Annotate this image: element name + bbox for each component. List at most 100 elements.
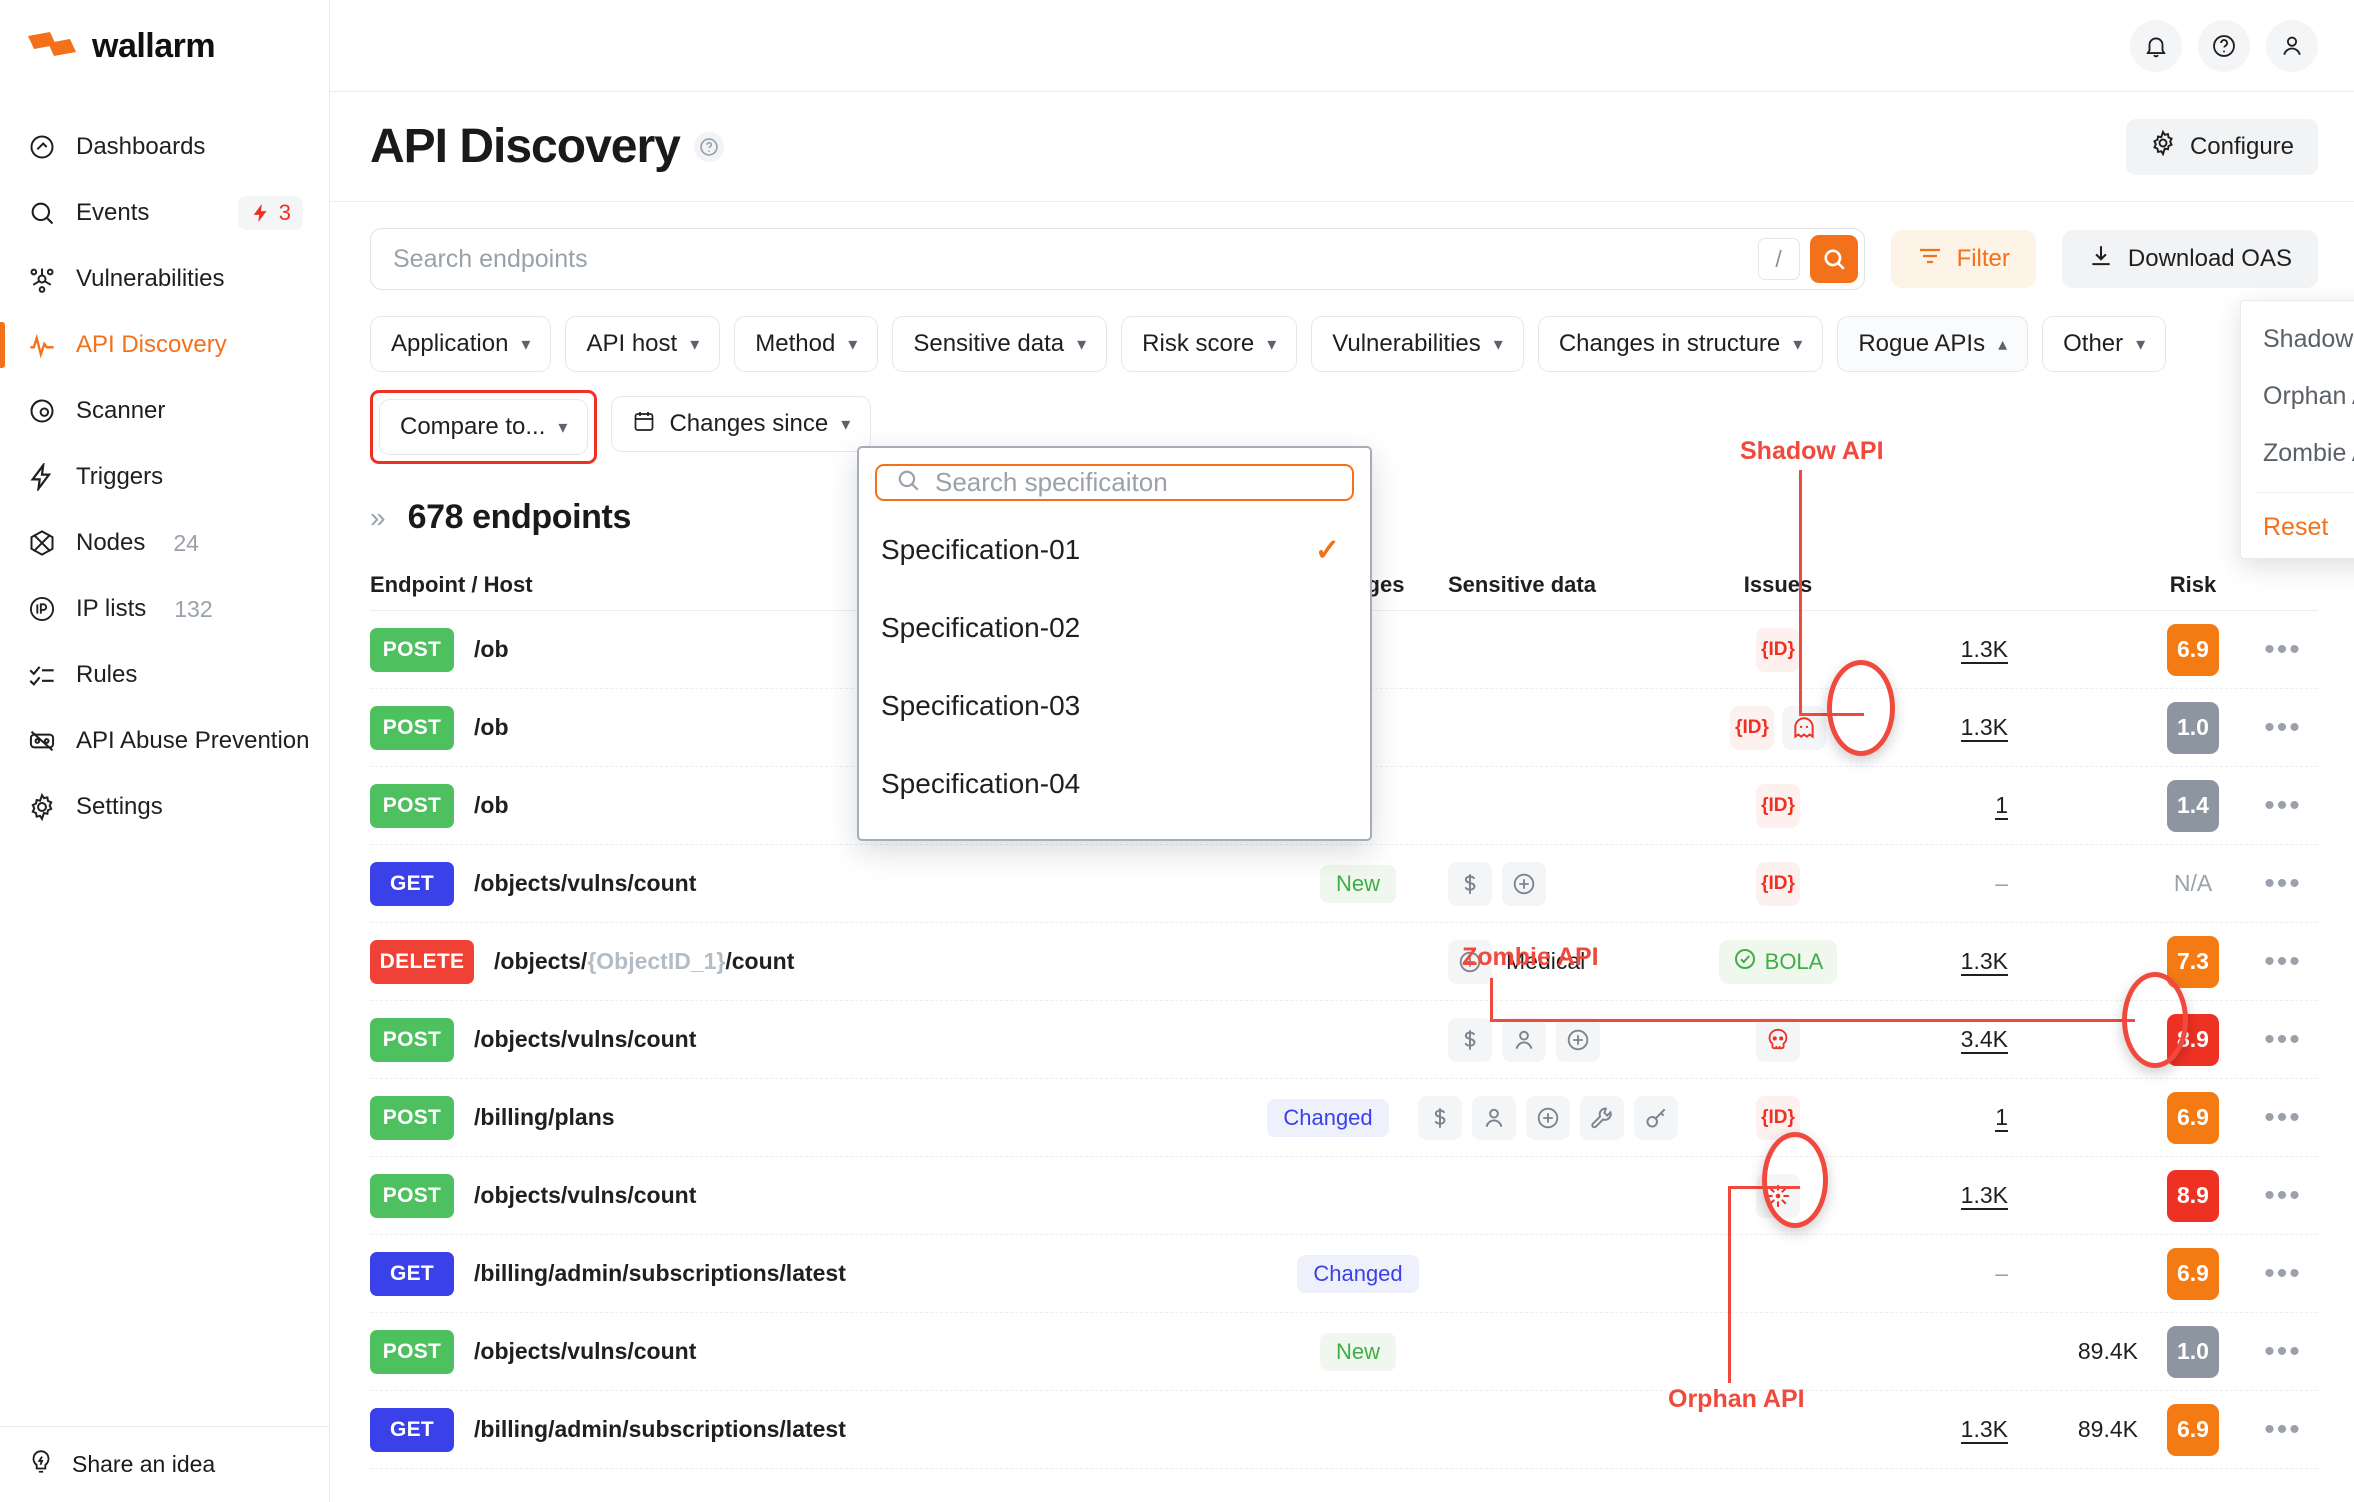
endpoint-path[interactable]: /objects/vulns/count <box>474 1338 697 1364</box>
endpoint-path[interactable]: /billing/admin/subscriptions/latest <box>474 1416 846 1442</box>
rogue-menu-reset[interactable]: Reset <box>2263 513 2329 541</box>
id-brace-icon[interactable]: {ID} <box>1756 861 1800 906</box>
search-input[interactable] <box>393 244 1758 274</box>
chevron-double-right-icon[interactable]: » <box>370 501 386 533</box>
download-oas-button[interactable]: Download OAS <box>2061 230 2318 288</box>
rogue-menu-item-shadow-apis[interactable]: Shadow APIs <box>2263 325 2354 353</box>
ellipsis-icon[interactable]: ••• <box>2264 1178 2302 1212</box>
filter-chip-compare-to[interactable]: Compare to... ▾ <box>379 399 589 455</box>
specification-search-field[interactable] <box>875 464 1354 501</box>
sidebar-item-vulnerabilities[interactable]: Vulnerabilities <box>0 246 329 312</box>
id-brace-icon[interactable]: {ID} <box>1756 783 1800 828</box>
bola-issue-badge[interactable]: BOLA <box>1718 939 1838 984</box>
requests-count[interactable]: 1.3K <box>1960 636 2008 664</box>
ellipsis-icon[interactable]: ••• <box>2264 866 2302 900</box>
id-brace-icon[interactable]: {ID} <box>1730 705 1774 750</box>
http-method-badge: POST <box>370 783 454 828</box>
requests-count[interactable]: 1.3K <box>1960 714 2008 742</box>
sidebar-item-api-abuse-prevention[interactable]: API Abuse Prevention <box>0 708 329 774</box>
sidebar-item-nodes[interactable]: Nodes 24 <box>0 510 329 576</box>
endpoint-path[interactable]: /objects/vulns/count <box>474 1182 697 1208</box>
filter-chip-application[interactable]: Application ▾ <box>370 316 552 372</box>
filter-button[interactable]: Filter <box>1890 230 2036 288</box>
id-brace-icon[interactable]: {ID} <box>1756 1095 1800 1140</box>
ellipsis-icon[interactable]: ••• <box>2264 1256 2302 1290</box>
skull-icon[interactable] <box>1756 1017 1800 1062</box>
filter-chip-other[interactable]: Other ▾ <box>2042 316 2167 372</box>
sidebar-item-scanner[interactable]: Scanner <box>0 378 329 444</box>
sidebar-item-rules[interactable]: Rules <box>0 642 329 708</box>
endpoint-path[interactable]: /ob <box>474 792 509 818</box>
requests-count[interactable]: 1 <box>1995 1104 2008 1132</box>
chip-label: Changes since <box>669 410 829 437</box>
ellipsis-icon[interactable]: ••• <box>2264 1100 2302 1134</box>
filter-chip-changes-since[interactable]: Changes since ▾ <box>611 396 872 452</box>
filter-chip-changes-in-structure[interactable]: Changes in structure ▾ <box>1537 316 1824 372</box>
share-an-idea-button[interactable]: Share an idea <box>0 1426 329 1502</box>
filter-chip-rogue-apis[interactable]: Rogue APIs ▴ <box>1837 316 2029 372</box>
requests-count[interactable]: 1.3K <box>1960 1416 2008 1444</box>
specification-option-01[interactable]: Specification-01 ✓ <box>875 511 1354 589</box>
ellipsis-icon[interactable]: ••• <box>2264 1334 2302 1368</box>
http-method-badge: POST <box>370 1095 454 1140</box>
sidebar-item-triggers[interactable]: Triggers <box>0 444 329 510</box>
ellipsis-icon[interactable]: ••• <box>2264 1412 2302 1446</box>
ghost-icon[interactable] <box>1782 705 1826 750</box>
sidebar-item-events[interactable]: Events 3 <box>0 180 329 246</box>
sidebar-item-dashboards[interactable]: Dashboards <box>0 114 329 180</box>
endpoint-path[interactable]: /billing/plans <box>474 1104 615 1130</box>
search-row: / Filter Download OAS <box>330 202 2354 290</box>
requests-count[interactable]: 1.3K <box>1960 948 2008 976</box>
requests-count[interactable]: – <box>1995 1260 2008 1286</box>
events-badge[interactable]: 3 <box>237 196 303 230</box>
search-endpoints-field[interactable]: / <box>370 228 1865 290</box>
filter-chip-sensitive-data[interactable]: Sensitive data ▾ <box>892 316 1108 372</box>
requests-count[interactable]: 1 <box>1995 792 2008 820</box>
endpoint-path[interactable]: /objects/vulns/count <box>474 1026 697 1052</box>
requests-count[interactable]: – <box>1995 870 2008 896</box>
requests-count[interactable]: 3.4K <box>1960 1026 2008 1054</box>
rogue-menu-item-orphan-apis[interactable]: Orphan APIs <box>2263 382 2354 410</box>
rogue-menu-item-zombie-apis[interactable]: Zombie APIs <box>2263 439 2354 467</box>
specification-search-input[interactable] <box>935 467 1334 498</box>
ellipsis-icon[interactable]: ••• <box>2264 710 2302 744</box>
specification-option-04[interactable]: Specification-04 <box>875 745 1354 823</box>
user-icon[interactable] <box>2266 19 2318 72</box>
brand-logo[interactable]: wallarm <box>0 0 329 92</box>
sidebar-item-api-discovery[interactable]: API Discovery <box>0 312 329 378</box>
ellipsis-icon[interactable]: ••• <box>2264 632 2302 666</box>
ellipsis-icon[interactable]: ••• <box>2264 1022 2302 1056</box>
endpoint-path[interactable]: /ob <box>474 714 509 740</box>
configure-button[interactable]: Configure <box>2125 118 2318 175</box>
ellipsis-icon[interactable]: ••• <box>2264 944 2302 978</box>
search-icon[interactable] <box>1809 235 1858 283</box>
bell-icon[interactable] <box>2130 19 2182 72</box>
endpoint-path[interactable]: /ob <box>474 636 509 662</box>
endpoint-path[interactable]: /objects/vulns/count <box>474 870 697 896</box>
help-circle-icon[interactable] <box>2198 19 2250 72</box>
ellipsis-icon[interactable]: ••• <box>2264 788 2302 822</box>
question-mark-icon[interactable] <box>693 131 724 162</box>
specification-option-02[interactable]: Specification-02 <box>875 589 1354 667</box>
filter-chip-method[interactable]: Method ▾ <box>734 316 879 372</box>
filter-chip-vulnerabilities[interactable]: Vulnerabilities ▾ <box>1311 316 1524 372</box>
sidebar-item-ip-lists[interactable]: IP lists 132 <box>0 576 329 642</box>
requests-count[interactable]: 1.3K <box>1960 1182 2008 1210</box>
filter-chip-risk-score[interactable]: Risk score ▾ <box>1121 316 1298 372</box>
sidebar-item-settings[interactable]: Settings <box>0 774 329 840</box>
endpoint-path[interactable]: /objects/{ObjectID_1}/count <box>494 948 795 974</box>
endpoint-path[interactable]: /billing/admin/subscriptions/latest <box>474 1260 846 1286</box>
specification-option-03[interactable]: Specification-03 <box>875 667 1354 745</box>
id-brace-icon[interactable]: {ID} <box>1756 627 1800 672</box>
filter-chip-api-host[interactable]: API host ▾ <box>565 316 721 372</box>
